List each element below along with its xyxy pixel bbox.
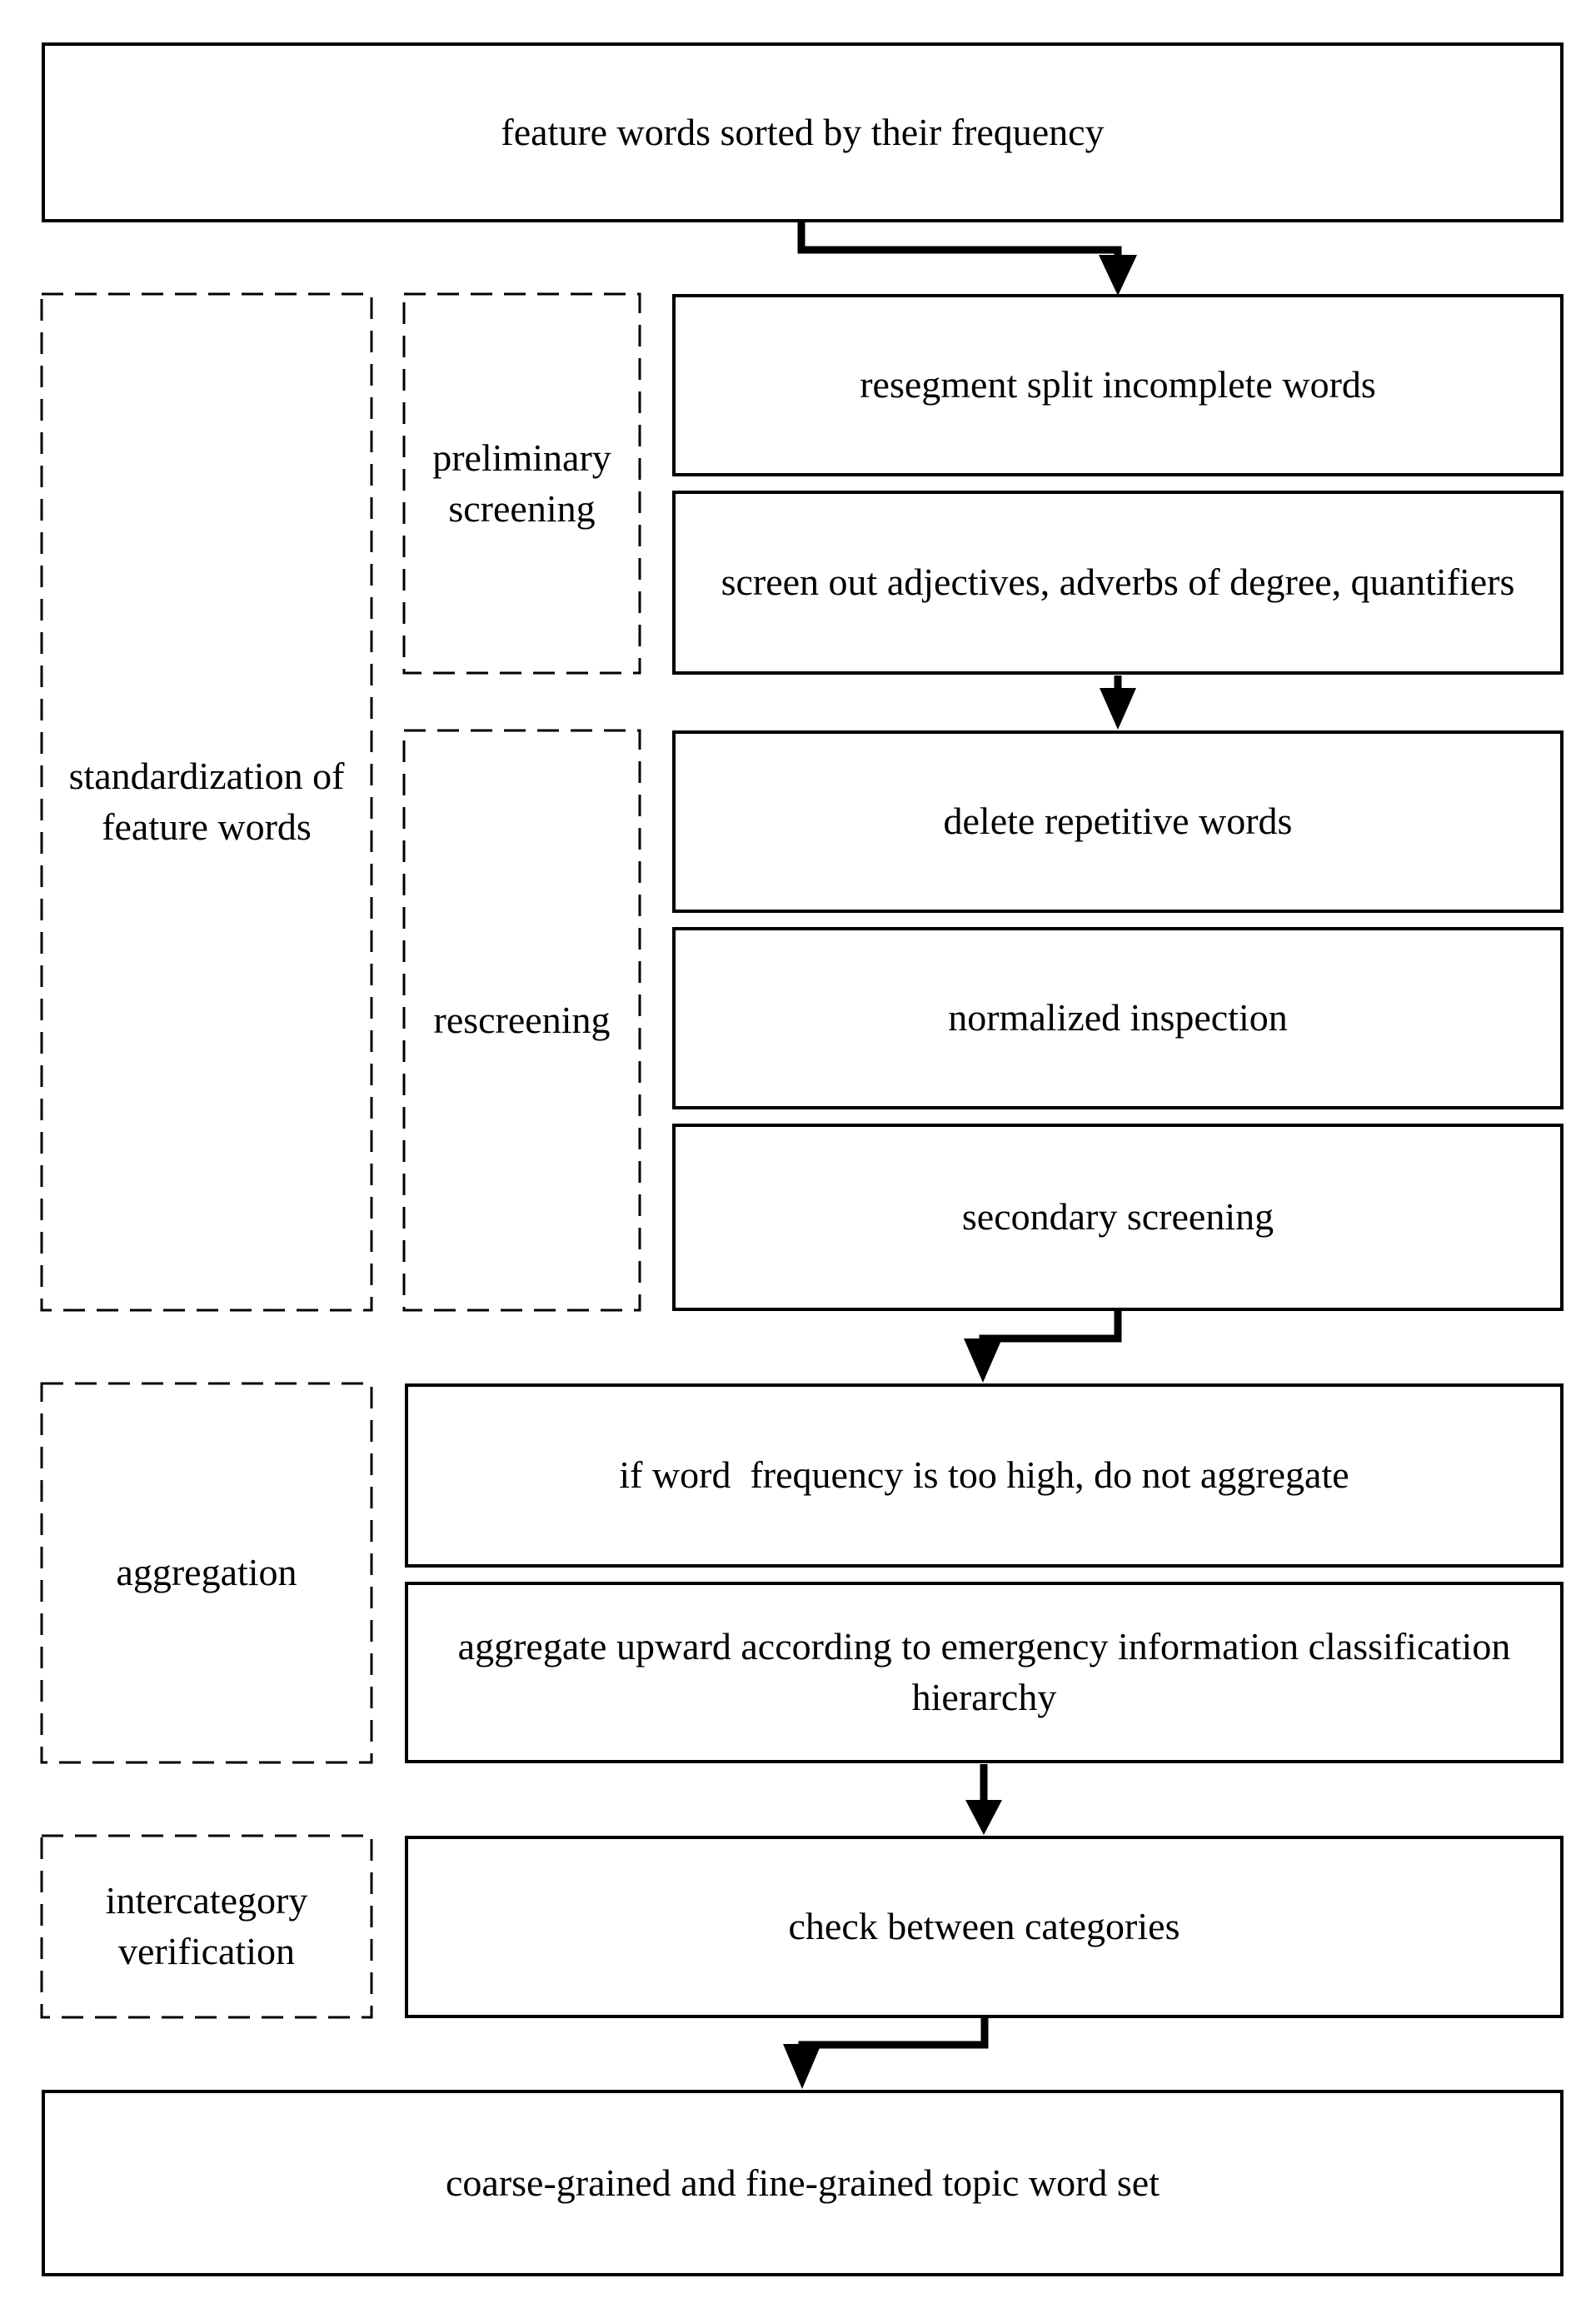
intercategory-group-label-box: intercategory verification bbox=[42, 1836, 372, 2017]
step-secondary-screening-box: secondary screening bbox=[672, 1124, 1564, 1311]
arrow-secondary-to-aggregation bbox=[979, 1310, 1122, 1343]
arrow-check-to-result-head bbox=[783, 2044, 821, 2089]
arrow-secondary-to-aggregation-head bbox=[964, 1338, 1002, 1383]
step-resegment-box: resegment split incomplete words bbox=[672, 294, 1564, 476]
preliminary-screening-group-label-box: preliminary screening bbox=[404, 294, 640, 673]
step-delete-repetitive-label: delete repetitive words bbox=[943, 800, 1293, 843]
preliminary-screening-group-label: preliminary screening bbox=[432, 436, 611, 530]
start-box-label: feature words sorted by their frequency bbox=[501, 110, 1105, 153]
rescreening-group-outline bbox=[402, 729, 641, 1312]
preliminary-screening-group-outline bbox=[402, 292, 641, 675]
start-box: feature words sorted by their frequency bbox=[42, 42, 1564, 222]
step-normalized-inspection-box: normalized inspection bbox=[672, 927, 1564, 1109]
step-delete-repetitive-box: delete repetitive words bbox=[672, 730, 1564, 913]
step-resegment-label: resegment split incomplete words bbox=[860, 363, 1376, 406]
aggregation-group-label-box: aggregation bbox=[42, 1383, 372, 1762]
arrow-start-to-resegment-head bbox=[1099, 255, 1137, 296]
step-no-aggregate-box: if word frequency is too high, do not ag… bbox=[405, 1383, 1564, 1568]
standardization-group-label: standardization of feature words bbox=[68, 755, 345, 848]
step-no-aggregate-label: if word frequency is too high, do not ag… bbox=[619, 1453, 1349, 1497]
step-check-between-categories-label: check between categories bbox=[788, 1905, 1180, 1948]
step-aggregate-upward-box: aggregate upward according to emergency … bbox=[405, 1582, 1564, 1763]
aggregation-group-label: aggregation bbox=[116, 1551, 297, 1594]
step-secondary-screening-label: secondary screening bbox=[961, 1195, 1274, 1239]
step-screen-out-box: screen out adjectives, adverbs of degree… bbox=[672, 491, 1564, 675]
intercategory-group-label: intercategory verification bbox=[105, 1879, 308, 1972]
aggregation-group-outline bbox=[40, 1382, 373, 1764]
step-aggregate-upward-label: aggregate upward according to emergency … bbox=[457, 1625, 1520, 1718]
arrow-screenout-to-delete-head bbox=[1100, 688, 1136, 730]
standardization-group-outline bbox=[40, 292, 373, 1312]
arrow-start-to-resegment bbox=[797, 222, 1122, 260]
rescreening-group-label: rescreening bbox=[433, 998, 611, 1041]
step-screen-out-label: screen out adjectives, adverbs of degree… bbox=[721, 561, 1515, 604]
intercategory-group-outline bbox=[40, 1834, 373, 2019]
arrow-check-to-result bbox=[798, 2017, 989, 2049]
result-box: coarse-grained and fine-grained topic wo… bbox=[42, 2090, 1564, 2276]
step-normalized-inspection-label: normalized inspection bbox=[948, 996, 1288, 1039]
arrow-aggregation-to-check-head bbox=[965, 1800, 1002, 1835]
standardization-group-label-box: standardization of feature words bbox=[42, 294, 372, 1310]
result-box-label: coarse-grained and fine-grained topic wo… bbox=[445, 2161, 1160, 2204]
step-check-between-categories-box: check between categories bbox=[405, 1836, 1564, 2018]
rescreening-group-label-box: rescreening bbox=[404, 730, 640, 1310]
